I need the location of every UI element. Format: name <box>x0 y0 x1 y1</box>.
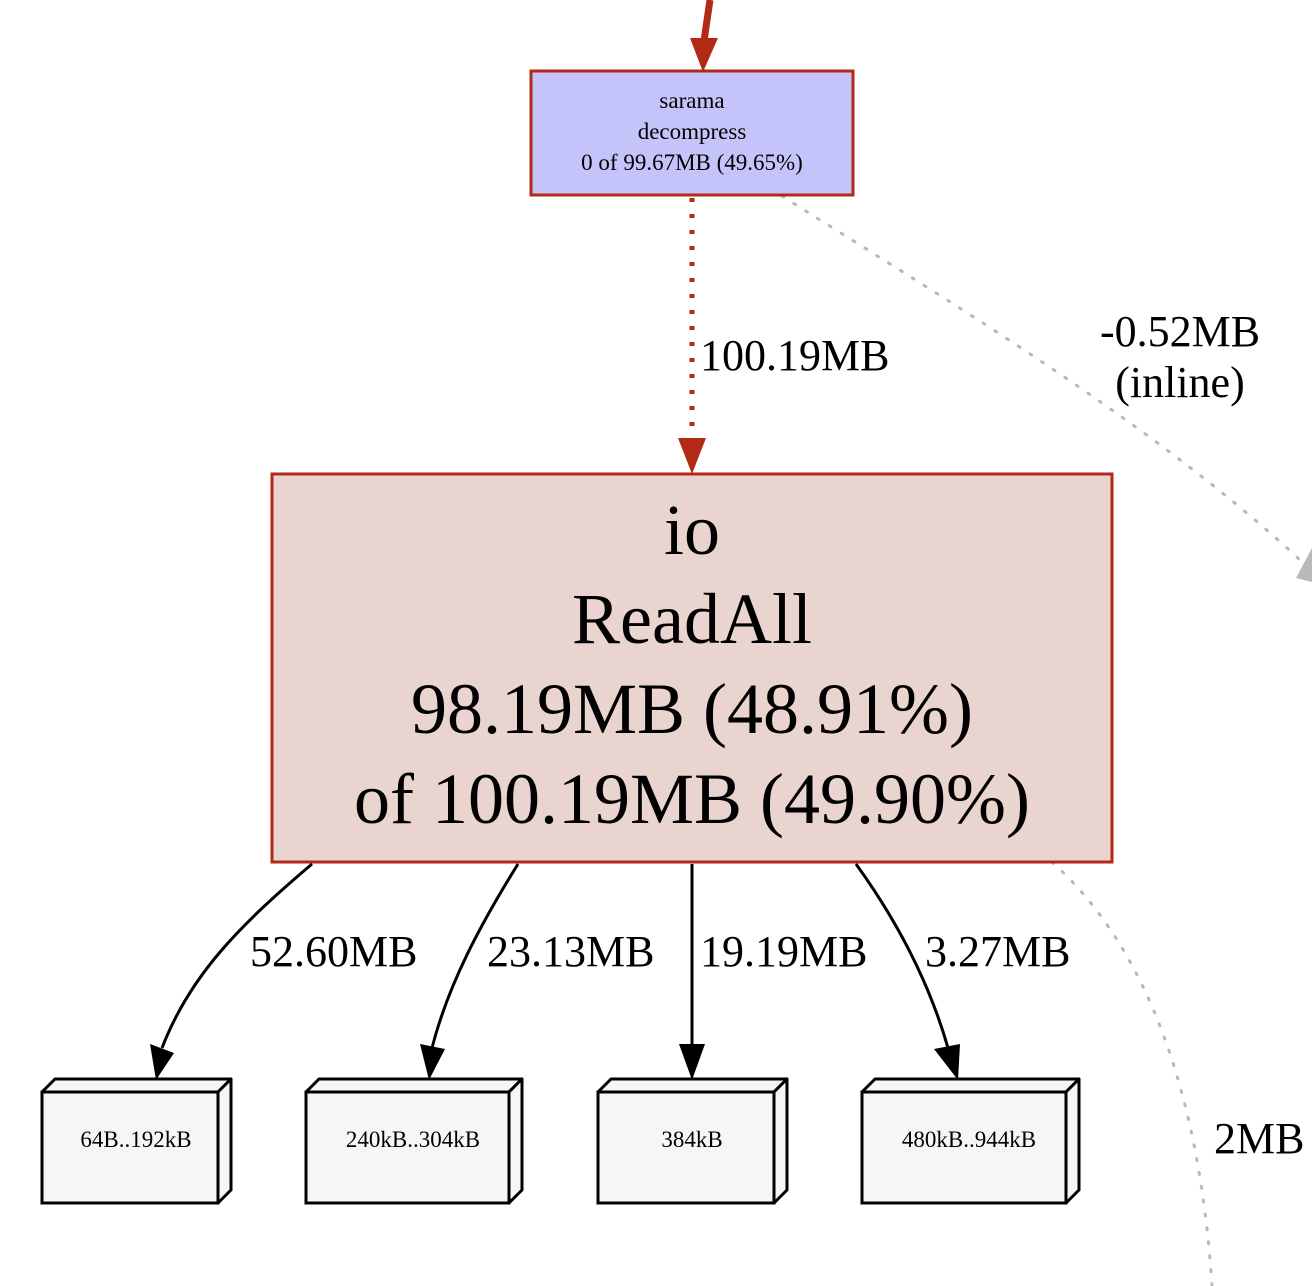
size-box-1[interactable]: 64B..192kB <box>40 1077 233 1205</box>
edge-decompress-to-readall: 100.19MB <box>678 198 889 474</box>
edge-label-size-2: 23.13MB <box>487 927 654 976</box>
node-sarama-decompress[interactable]: sarama decompress 0 of 99.67MB (49.65%) <box>529 69 855 197</box>
node-readall-flat: 98.19MB (48.91%) <box>411 669 973 749</box>
edge-readall-to-size-4: 3.27MB <box>854 863 1070 1080</box>
size-box-4-label: 480kB..944kB <box>902 1127 1036 1152</box>
edge-label-size-3: 19.19MB <box>700 927 867 976</box>
edge-label-size-1: 52.60MB <box>250 927 417 976</box>
node-readall-function: ReadAll <box>572 579 812 659</box>
size-box-2[interactable]: 240kB..304kB <box>304 1077 524 1205</box>
node-decompress-package: sarama <box>659 88 724 113</box>
edge-label-inline-amount: -0.52MB <box>1100 307 1260 356</box>
edge-readall-to-size-2: 23.13MB <box>420 863 654 1080</box>
node-readall-cum: of 100.19MB (49.90%) <box>354 759 1030 839</box>
edge-readall-to-size-1: 52.60MB <box>150 862 417 1080</box>
node-io-readall[interactable]: io ReadAll 98.19MB (48.91%) of 100.19MB … <box>270 472 1114 864</box>
edge-incoming-to-decompress <box>690 0 718 72</box>
size-box-1-label: 64B..192kB <box>80 1127 191 1152</box>
edge-label-decompress-to-readall: 100.19MB <box>700 331 889 380</box>
size-box-2-label: 240kB..304kB <box>346 1127 480 1152</box>
size-box-3-label: 384kB <box>661 1127 722 1152</box>
edge-label-size-4: 3.27MB <box>925 927 1070 976</box>
edge-readall-offscreen: 2MB <box>1050 860 1304 1286</box>
node-readall-package: io <box>664 490 720 570</box>
edge-label-inline-tag: (inline) <box>1115 358 1245 407</box>
edge-label-readall-offscreen: 2MB <box>1214 1114 1304 1163</box>
node-decompress-box <box>529 69 855 197</box>
edge-readall-to-size-3: 19.19MB <box>679 864 867 1080</box>
node-decompress-function: decompress <box>638 119 747 144</box>
size-box-4[interactable]: 480kB..944kB <box>860 1077 1081 1205</box>
node-decompress-stats: 0 of 99.67MB (49.65%) <box>581 150 803 175</box>
size-box-3[interactable]: 384kB <box>596 1077 789 1205</box>
edge-decompress-inline: -0.52MB (inline) <box>780 194 1312 582</box>
node-readall-box <box>270 472 1114 864</box>
